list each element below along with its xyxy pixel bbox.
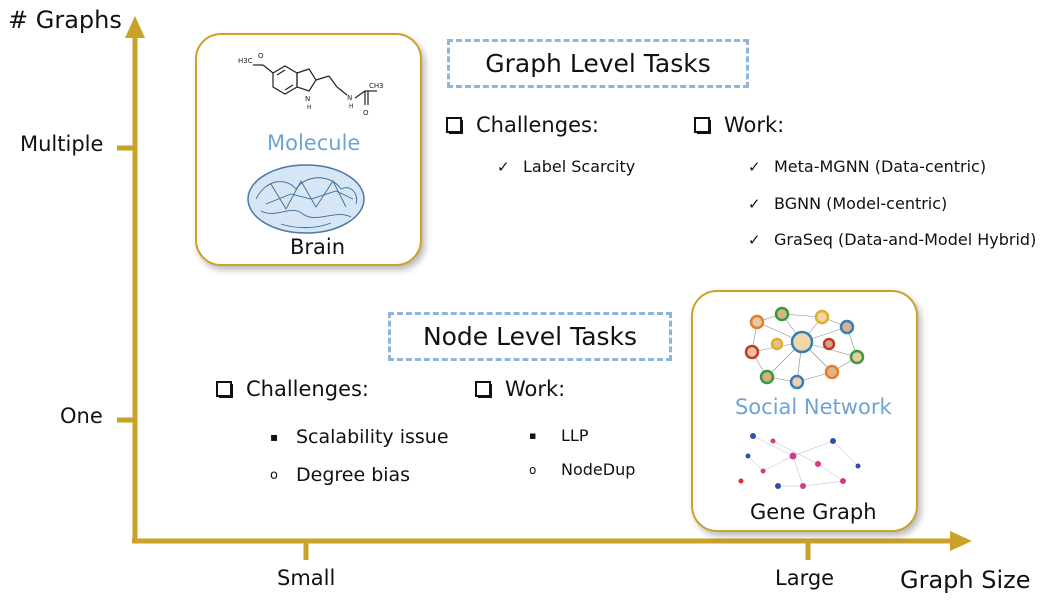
node-work-item: ▪ LLP <box>529 426 588 445</box>
gene-graph-label: Gene Graph <box>750 500 877 524</box>
checkbox-icon <box>475 381 492 398</box>
node-challenge-item: ▪ Scalability issue <box>270 426 449 448</box>
node-work-item: o NodeDup <box>529 460 635 479</box>
y-tick-label-one: One <box>60 404 103 428</box>
social-gene-card: Social Network Gene Graph <box>691 290 918 532</box>
check-mark-icon: ✓ <box>497 157 510 176</box>
graph-work-item: ✓ Meta-MGNN (Data-centric) <box>748 157 986 176</box>
node-work-heading: Work: <box>475 377 565 401</box>
gene-graph-icon <box>738 433 861 489</box>
x-tick-label-small: Small <box>277 566 336 590</box>
graph-work-item: ✓ GraSeq (Data-and-Model Hybrid) <box>748 230 1036 249</box>
x-tick-label-large: Large <box>775 566 835 590</box>
brain-label: Brain <box>290 235 346 259</box>
graph-challenge-item: ✓ Label Scarcity <box>497 157 635 176</box>
square-bullet-icon: ▪ <box>270 430 279 444</box>
checkbox-icon <box>694 117 711 134</box>
x-axis-arrow <box>950 531 972 551</box>
brain-icon <box>247 164 365 234</box>
node-level-tasks-title: Node Level Tasks <box>388 312 672 361</box>
checkbox-icon <box>446 117 463 134</box>
graph-work-heading: Work: <box>694 113 784 137</box>
node-work-heading-text: Work: <box>505 377 566 401</box>
graph-work-text: BGNN (Model-centric) <box>774 194 948 213</box>
atom-o2: O <box>363 109 369 117</box>
graph-work-heading-text: Work: <box>724 113 785 137</box>
atom-h2: H <box>349 103 354 110</box>
atom-ch3: CH3 <box>369 82 383 90</box>
node-challenges-heading: Challenges: <box>216 377 369 401</box>
node-work-text: LLP <box>561 426 589 445</box>
atom-h1: H <box>307 104 312 111</box>
checkbox-icon <box>216 381 233 398</box>
molecule-label: Molecule <box>267 131 361 155</box>
graph-challenges-heading-text: Challenges: <box>476 113 600 137</box>
circle-bullet-icon: o <box>270 467 278 483</box>
y-tick-label-multiple: Multiple <box>20 132 104 156</box>
x-axis-title: Graph Size <box>900 566 1031 594</box>
check-mark-icon: ✓ <box>748 157 761 176</box>
graph-work-text: GraSeq (Data-and-Model Hybrid) <box>774 230 1037 249</box>
node-challenge-text: Scalability issue <box>296 426 449 448</box>
check-mark-icon: ✓ <box>748 194 761 213</box>
graph-level-tasks-title: Graph Level Tasks <box>447 39 749 88</box>
graph-work-item: ✓ BGNN (Model-centric) <box>748 194 947 213</box>
node-work-text: NodeDup <box>561 460 636 479</box>
check-mark-icon: ✓ <box>748 230 761 249</box>
atom-o1: O <box>258 52 264 60</box>
node-challenge-text: Degree bias <box>296 464 411 486</box>
square-bullet-icon: ▪ <box>529 429 537 442</box>
social-network-label: Social Network <box>735 395 892 419</box>
molecule-structure-icon: H3C O N H N H CH3 O <box>238 52 383 117</box>
node-challenge-item: o Degree bias <box>270 464 410 486</box>
graph-work-text: Meta-MGNN (Data-centric) <box>774 157 987 176</box>
atom-h3c: H3C <box>238 57 253 65</box>
y-axis-title: # Graphs <box>8 6 122 34</box>
circle-bullet-icon: o <box>529 462 537 477</box>
atom-n1: N <box>305 95 310 103</box>
graph-challenge-text: Label Scarcity <box>523 157 636 176</box>
atom-n2: N <box>347 94 352 102</box>
graph-challenges-heading: Challenges: <box>446 113 599 137</box>
node-challenges-heading-text: Challenges: <box>246 377 370 401</box>
social-network-icon <box>744 306 865 390</box>
y-axis-arrow <box>125 16 145 38</box>
molecule-brain-card: H3C O N H N H CH3 O Molecule Brain <box>195 33 422 266</box>
